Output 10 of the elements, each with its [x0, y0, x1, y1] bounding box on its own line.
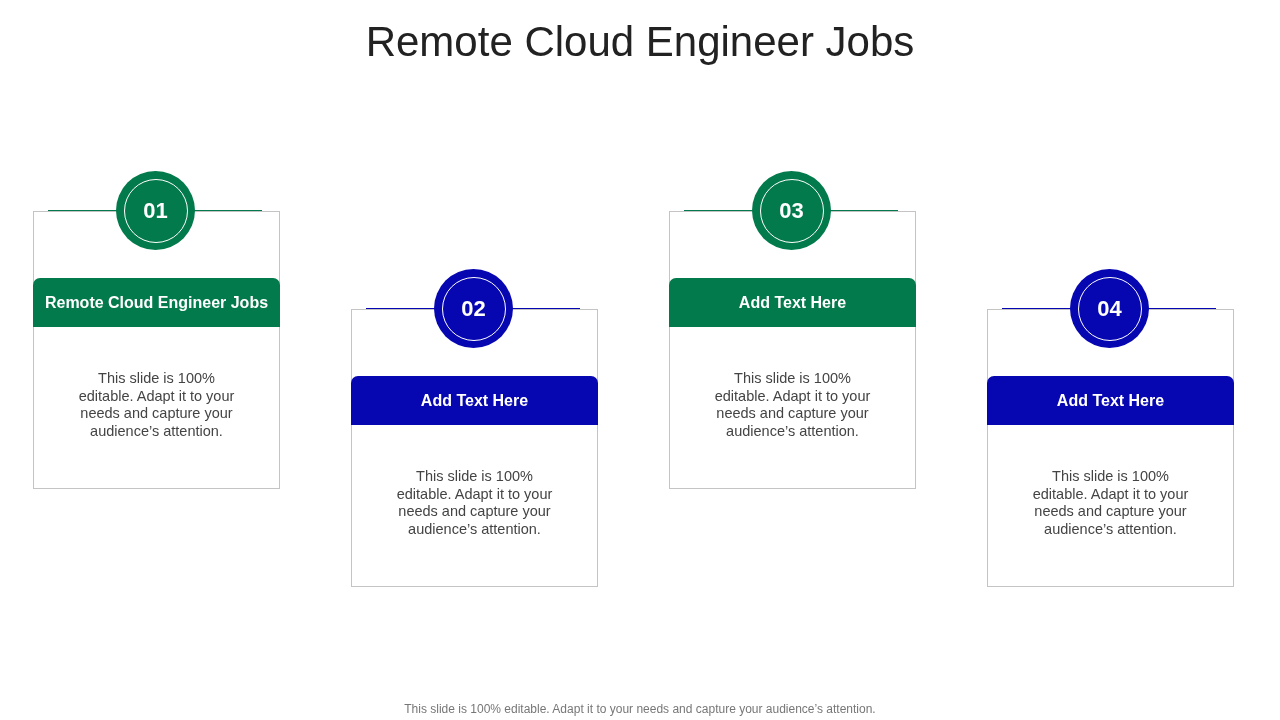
description-text: This slide is 100% editable. Adapt it to your needs and capture your audience’s attention.	[713, 370, 872, 440]
footer-note: This slide is 100% editable. Adapt it to your needs and capture your audience’s attention.	[403, 702, 877, 716]
header-band: Add Text Here	[669, 278, 916, 327]
slide-title: Remote Cloud Engineer Jobs	[364, 18, 916, 66]
description-text: This slide is 100% editable. Adapt it to your needs and capture your audience’s attention.	[77, 370, 236, 440]
header-band: Remote Cloud Engineer Jobs	[33, 278, 280, 327]
description-text: This slide is 100% editable. Adapt it to your needs and capture your audience’s attention.	[395, 468, 554, 538]
header-band: Add Text Here	[987, 376, 1234, 425]
header-band: Add Text Here	[351, 376, 598, 425]
description-text: This slide is 100% editable. Adapt it to your needs and capture your audience’s attention.	[1031, 468, 1190, 538]
